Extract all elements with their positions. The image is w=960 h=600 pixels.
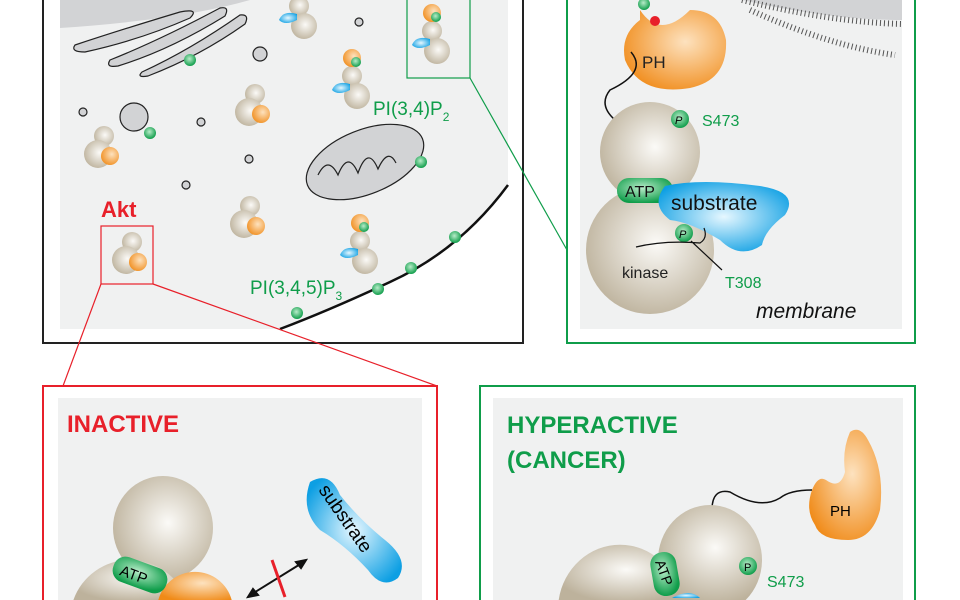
mitochondrion	[305, 123, 425, 201]
s473-label: S473	[702, 113, 739, 130]
kinase-upper-lobe	[600, 102, 700, 202]
pi345p3-label: PI(3,4,5)P3	[250, 278, 343, 303]
blocked-interaction-arrow	[245, 558, 309, 599]
svg-text:P: P	[675, 115, 683, 127]
cancer-subtitle: (CANCER)	[507, 447, 626, 474]
atp-molecule	[617, 178, 673, 203]
hyperactive-title: HYPERACTIVE	[507, 412, 678, 439]
membrane-detail-panel: PH P S473 ATP substrate P kinase T308 me…	[566, 0, 916, 344]
membrane-label: membrane	[756, 300, 856, 323]
ph-domain	[624, 10, 727, 90]
akt-label: Akt	[101, 197, 137, 222]
endoplasmic-reticulum	[73, 7, 248, 78]
inactive-title: INACTIVE	[67, 411, 179, 438]
plasma-membrane	[280, 185, 508, 329]
svg-text:PH: PH	[830, 503, 851, 520]
cell-overview-panel: Akt PI(3,4)P2 PI(3,4,5)P3	[42, 0, 524, 344]
vesicles	[78, 17, 364, 190]
zoom-connectors	[62, 77, 568, 387]
inactive-panel: INACTIVE ATP substrate	[42, 385, 438, 600]
lipid-bilayer	[741, 0, 903, 58]
substrate	[658, 182, 790, 252]
t308-label: T308	[725, 275, 762, 292]
nucleus	[60, 0, 250, 28]
svg-text:P: P	[744, 562, 751, 574]
kinase-label: kinase	[622, 265, 668, 282]
membrane-highlight-box	[406, 0, 471, 79]
hyper-s473-label: S473	[767, 574, 804, 591]
inactive-substrate	[306, 478, 402, 583]
hyper-ph-domain	[809, 429, 882, 540]
svg-text:P: P	[679, 229, 687, 241]
akt-highlight-box	[100, 225, 154, 285]
ph-label: PH	[642, 53, 666, 72]
svg-text:ATP: ATP	[625, 184, 655, 201]
pi34p2-label: PI(3,4)P2	[373, 99, 450, 124]
hyperactive-panel: HYPERACTIVE (CANCER) PH P S473 ATP	[479, 385, 916, 600]
pip-lipids	[144, 54, 461, 319]
svg-text:substrate: substrate	[671, 192, 757, 215]
